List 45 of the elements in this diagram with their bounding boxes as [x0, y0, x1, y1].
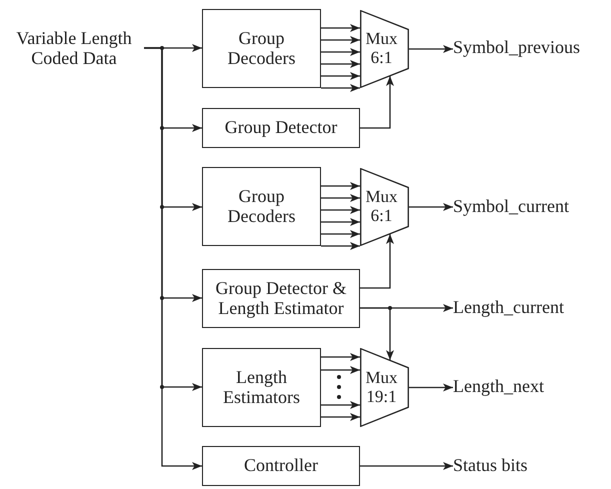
process-box — [202, 108, 360, 148]
arrow — [321, 24, 360, 32]
arrow — [321, 401, 360, 409]
arrow — [144, 47, 202, 470]
mux-label: Mux 19:1 — [364, 368, 399, 406]
arrow — [321, 206, 360, 214]
arrow — [409, 203, 453, 211]
signal-label: Symbol_current — [453, 197, 569, 217]
block-label: Group Decoders — [226, 28, 296, 68]
arrow — [360, 307, 394, 360]
arrow — [321, 72, 360, 80]
signal-label: Length_current — [453, 298, 564, 318]
arrow — [321, 230, 360, 238]
arrow — [360, 234, 394, 289]
arrow — [321, 84, 360, 92]
arrow — [321, 182, 360, 190]
arrow — [321, 48, 360, 56]
signal-label: Status bits — [453, 456, 528, 476]
process-box — [202, 269, 360, 328]
block-label: Group Detector & Length Estimator — [214, 278, 348, 318]
arrow — [321, 194, 360, 202]
process-box — [202, 167, 321, 246]
arrow — [321, 353, 360, 361]
arrow — [321, 366, 360, 374]
arrow — [409, 45, 453, 53]
arrow — [360, 462, 453, 470]
block-label: Controller — [244, 456, 318, 476]
arrow — [321, 218, 360, 226]
process-box — [202, 446, 360, 486]
arrow — [360, 76, 394, 129]
mux-label: Mux 6:1 — [364, 30, 399, 68]
arrow — [321, 413, 360, 421]
process-box — [202, 348, 321, 427]
block-label: Length Estimators — [222, 368, 301, 408]
arrow — [321, 36, 360, 44]
block-label: Group Decoders — [226, 186, 296, 226]
arrow — [321, 60, 360, 68]
process-box — [202, 9, 321, 88]
signal-label: Symbol_previous — [453, 38, 580, 58]
arrow — [409, 384, 453, 392]
mux-label: Mux 6:1 — [364, 188, 399, 226]
block-label: Group Detector — [224, 118, 338, 138]
arrow — [321, 242, 360, 250]
signal-label: Length_next — [453, 377, 544, 397]
signal-label: Variable Length Coded Data — [15, 29, 133, 69]
